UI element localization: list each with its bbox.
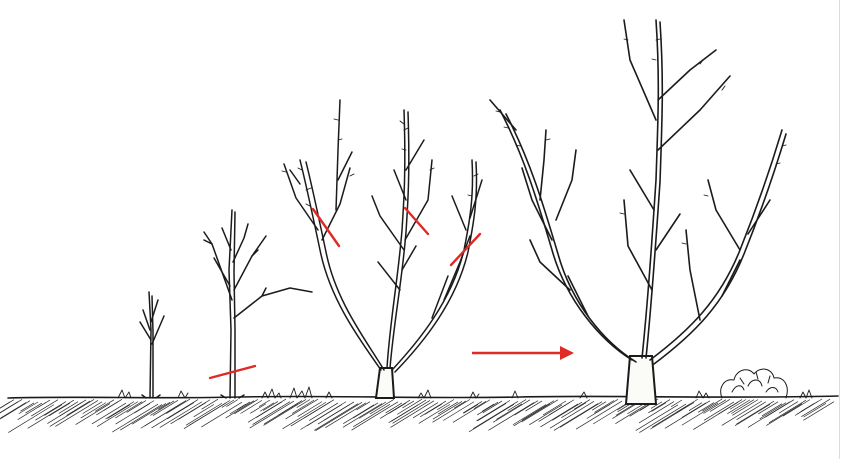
ground-hatch-line	[550, 401, 594, 428]
ground-hatch-line	[765, 400, 794, 418]
ground-hatch-line	[31, 400, 58, 416]
ground-hatch-line	[309, 403, 338, 421]
ground-hatch-line	[115, 402, 142, 418]
ground-hatch-line	[730, 399, 746, 409]
ground-hatch-line	[702, 399, 722, 411]
ground-hatch-line	[594, 400, 614, 412]
ground-hatch-line	[735, 404, 770, 425]
ground-hatch-line	[112, 404, 158, 432]
ground-hatch-line	[108, 405, 130, 419]
ground-hatch-line	[186, 403, 222, 425]
ground-hatch-line	[202, 399, 218, 409]
ground-hatch-line	[574, 400, 590, 410]
tree-stage-4	[490, 20, 786, 404]
ground-hatch-line	[482, 404, 494, 411]
ground-hatch-line	[248, 399, 286, 422]
cut-marks	[210, 208, 480, 378]
ground-hatch-line	[443, 402, 474, 421]
ground-hatch-line	[665, 401, 710, 428]
ground-hatch-line	[278, 401, 302, 416]
ground-hatch-line	[477, 400, 510, 420]
ground-hatch-line	[454, 401, 466, 408]
ground-hatch-line	[710, 399, 730, 411]
tree-stage-3	[282, 100, 482, 398]
ground-hatch-line	[49, 403, 70, 416]
ground-hatch-line	[171, 400, 210, 424]
ground-hatch-line	[222, 400, 234, 407]
ground-hatch-line	[576, 401, 622, 429]
ground-hatch-line	[615, 403, 650, 424]
ground-hatch-line	[803, 402, 834, 421]
ground-hatch-line	[150, 401, 174, 415]
shrub	[721, 369, 788, 398]
ground-hatch-line	[488, 403, 534, 431]
ground-hatch-line	[392, 400, 426, 421]
ground-hatch-line	[413, 403, 438, 418]
ground-hatch-line	[477, 402, 498, 415]
ground-hatch-line	[50, 399, 94, 426]
ground-hatch-line	[152, 400, 198, 428]
ground-hatch-line	[795, 399, 822, 416]
ground-hatch-line	[325, 403, 366, 428]
ground-hatch-line	[260, 403, 274, 411]
ground-hatching	[0, 399, 834, 433]
ground-hatch-line	[397, 399, 422, 414]
ground-hatch-line	[47, 400, 86, 424]
ground-hatch-line	[554, 404, 598, 431]
ground-hatch-line	[682, 403, 706, 418]
ground-hatch-line	[433, 401, 462, 419]
ground-hatch-line	[19, 402, 38, 414]
cut-mark-stage-2-trunk	[210, 366, 255, 378]
ground-hatch-line	[463, 404, 478, 413]
ground	[0, 369, 838, 433]
ground-hatch-line	[737, 402, 766, 420]
tree-3-buds	[282, 119, 478, 206]
tree-stage-2	[204, 210, 312, 398]
ground-hatch-line	[263, 399, 306, 425]
ground-hatch-line	[352, 402, 398, 430]
ground-hatch-line	[194, 404, 214, 416]
ground-hatch-line	[234, 399, 258, 413]
ground-hatch-line	[37, 400, 50, 408]
ground-hatch-line	[96, 399, 122, 415]
ground-hatch-line	[704, 402, 734, 420]
ground-hatch-line	[463, 401, 482, 413]
ground-hatch-line	[389, 403, 406, 413]
ground-hatch-line	[804, 403, 826, 417]
ground-hatch-line	[0, 401, 30, 425]
ground-hatch-line	[250, 404, 266, 414]
ground-hatch-line	[543, 401, 566, 415]
ground-hatch-line	[132, 403, 166, 424]
arrow-icon	[472, 346, 574, 360]
cut-mark-stage-3-center	[405, 208, 428, 234]
ground-hatch-line	[433, 399, 470, 422]
tree-stage-1	[140, 292, 164, 398]
ground-hatch-line	[529, 405, 562, 425]
ground-hatch-line	[801, 399, 830, 417]
ground-hatch-line	[116, 401, 154, 424]
ground-hatch-line	[20, 403, 34, 411]
